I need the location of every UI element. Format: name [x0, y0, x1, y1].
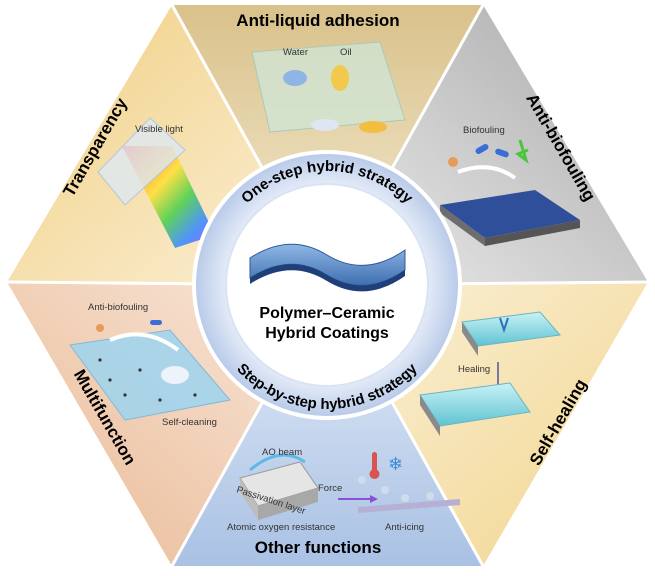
label-biofouling: Biofouling	[463, 125, 505, 136]
label-anti-icing: Anti-icing	[385, 522, 424, 533]
oil-drop-icon	[359, 121, 387, 133]
center-disc	[225, 183, 429, 387]
multifunction-illustration: Anti-biofouling Self-cleaning	[69, 302, 231, 428]
label-healing: Healing	[458, 364, 490, 375]
segment-top-bg	[172, 5, 483, 285]
label-water: Water	[283, 47, 308, 58]
anti-liquid-illustration: Water Oil	[251, 41, 406, 133]
microbe-icon	[475, 144, 489, 155]
water-droplet-icon	[283, 70, 307, 86]
bacteria-icon	[448, 157, 458, 167]
transparency-illustration: Visible light	[97, 117, 222, 256]
glass-plate-icon	[97, 117, 186, 206]
force-arrow-icon	[370, 495, 378, 503]
coating-illustration	[249, 243, 406, 292]
label-oil: Oil	[340, 47, 352, 58]
thermometer-icon	[372, 452, 377, 472]
label-atomic-oxygen-resistance: Atomic oxygen resistance	[227, 522, 335, 533]
bacteria-icon-2	[96, 324, 104, 332]
anti-biofouling-illustration: Biofouling	[440, 125, 580, 246]
center-title-line2: Hybrid Coatings	[265, 325, 389, 342]
label-force: Force	[318, 483, 342, 494]
snowflake-icon: ❄	[388, 454, 403, 474]
segment-top-title: Anti-liquid adhesion	[236, 11, 399, 30]
ao-beam-icon	[249, 453, 306, 472]
label-self-cleaning: Self-cleaning	[162, 417, 217, 428]
label-visible-light: Visible light	[135, 124, 183, 135]
oil-droplet-icon	[331, 65, 349, 91]
self-healing-illustration: Healing	[419, 311, 561, 436]
algae-icon	[514, 139, 529, 164]
microbe-icon-2	[150, 320, 162, 325]
crack-icon	[499, 317, 509, 334]
center-title-line1: Polymer–Ceramic	[259, 305, 394, 322]
segment-bottom-title: Other functions	[255, 538, 382, 557]
label-ao-beam: AO beam	[262, 447, 302, 458]
label-anti-biofouling-2: Anti-biofouling	[88, 302, 148, 313]
droplet-icon	[161, 366, 189, 384]
